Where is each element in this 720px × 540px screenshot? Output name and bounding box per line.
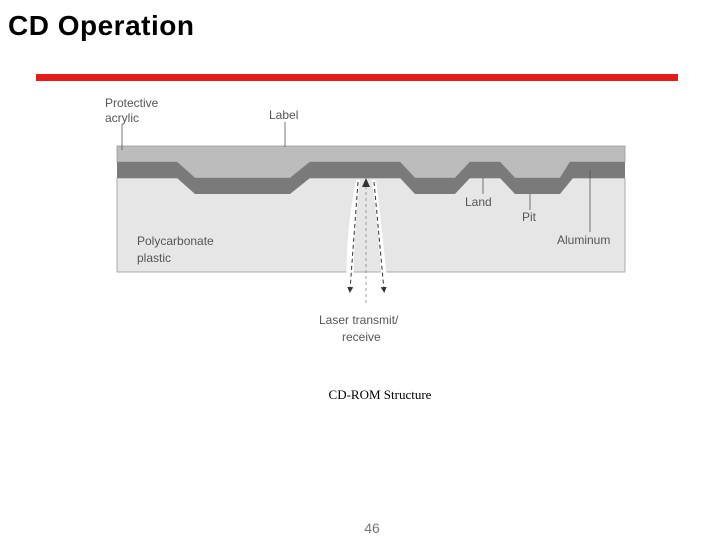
label-aluminum: Aluminum [557, 233, 610, 247]
laser-beam [346, 180, 360, 290]
laser-beam-return [372, 180, 388, 290]
label-label: Label [269, 108, 298, 122]
label-land: Land [465, 195, 492, 209]
label-laser-line2: receive [342, 330, 381, 344]
page-number: 46 [364, 520, 380, 536]
label-polycarbonate-line2: plastic [137, 251, 171, 265]
title-underline [36, 74, 678, 81]
aluminum-layer [117, 162, 625, 194]
laser-focus-arrowhead [362, 178, 370, 187]
slide-title: CD Operation [8, 10, 195, 41]
label-laser-line1: Laser transmit/ [319, 313, 399, 327]
label-pit: Pit [522, 210, 537, 224]
label-protective-acrylic-line2: acrylic [105, 111, 139, 125]
label-protective-acrylic-line1: Protective [105, 96, 159, 110]
figure-caption: CD-ROM Structure [328, 387, 432, 402]
cd-rom-structure-diagram: Protective acrylic Label Land Pit Alumin… [105, 96, 626, 344]
label-polycarbonate-line1: Polycarbonate [137, 234, 214, 248]
